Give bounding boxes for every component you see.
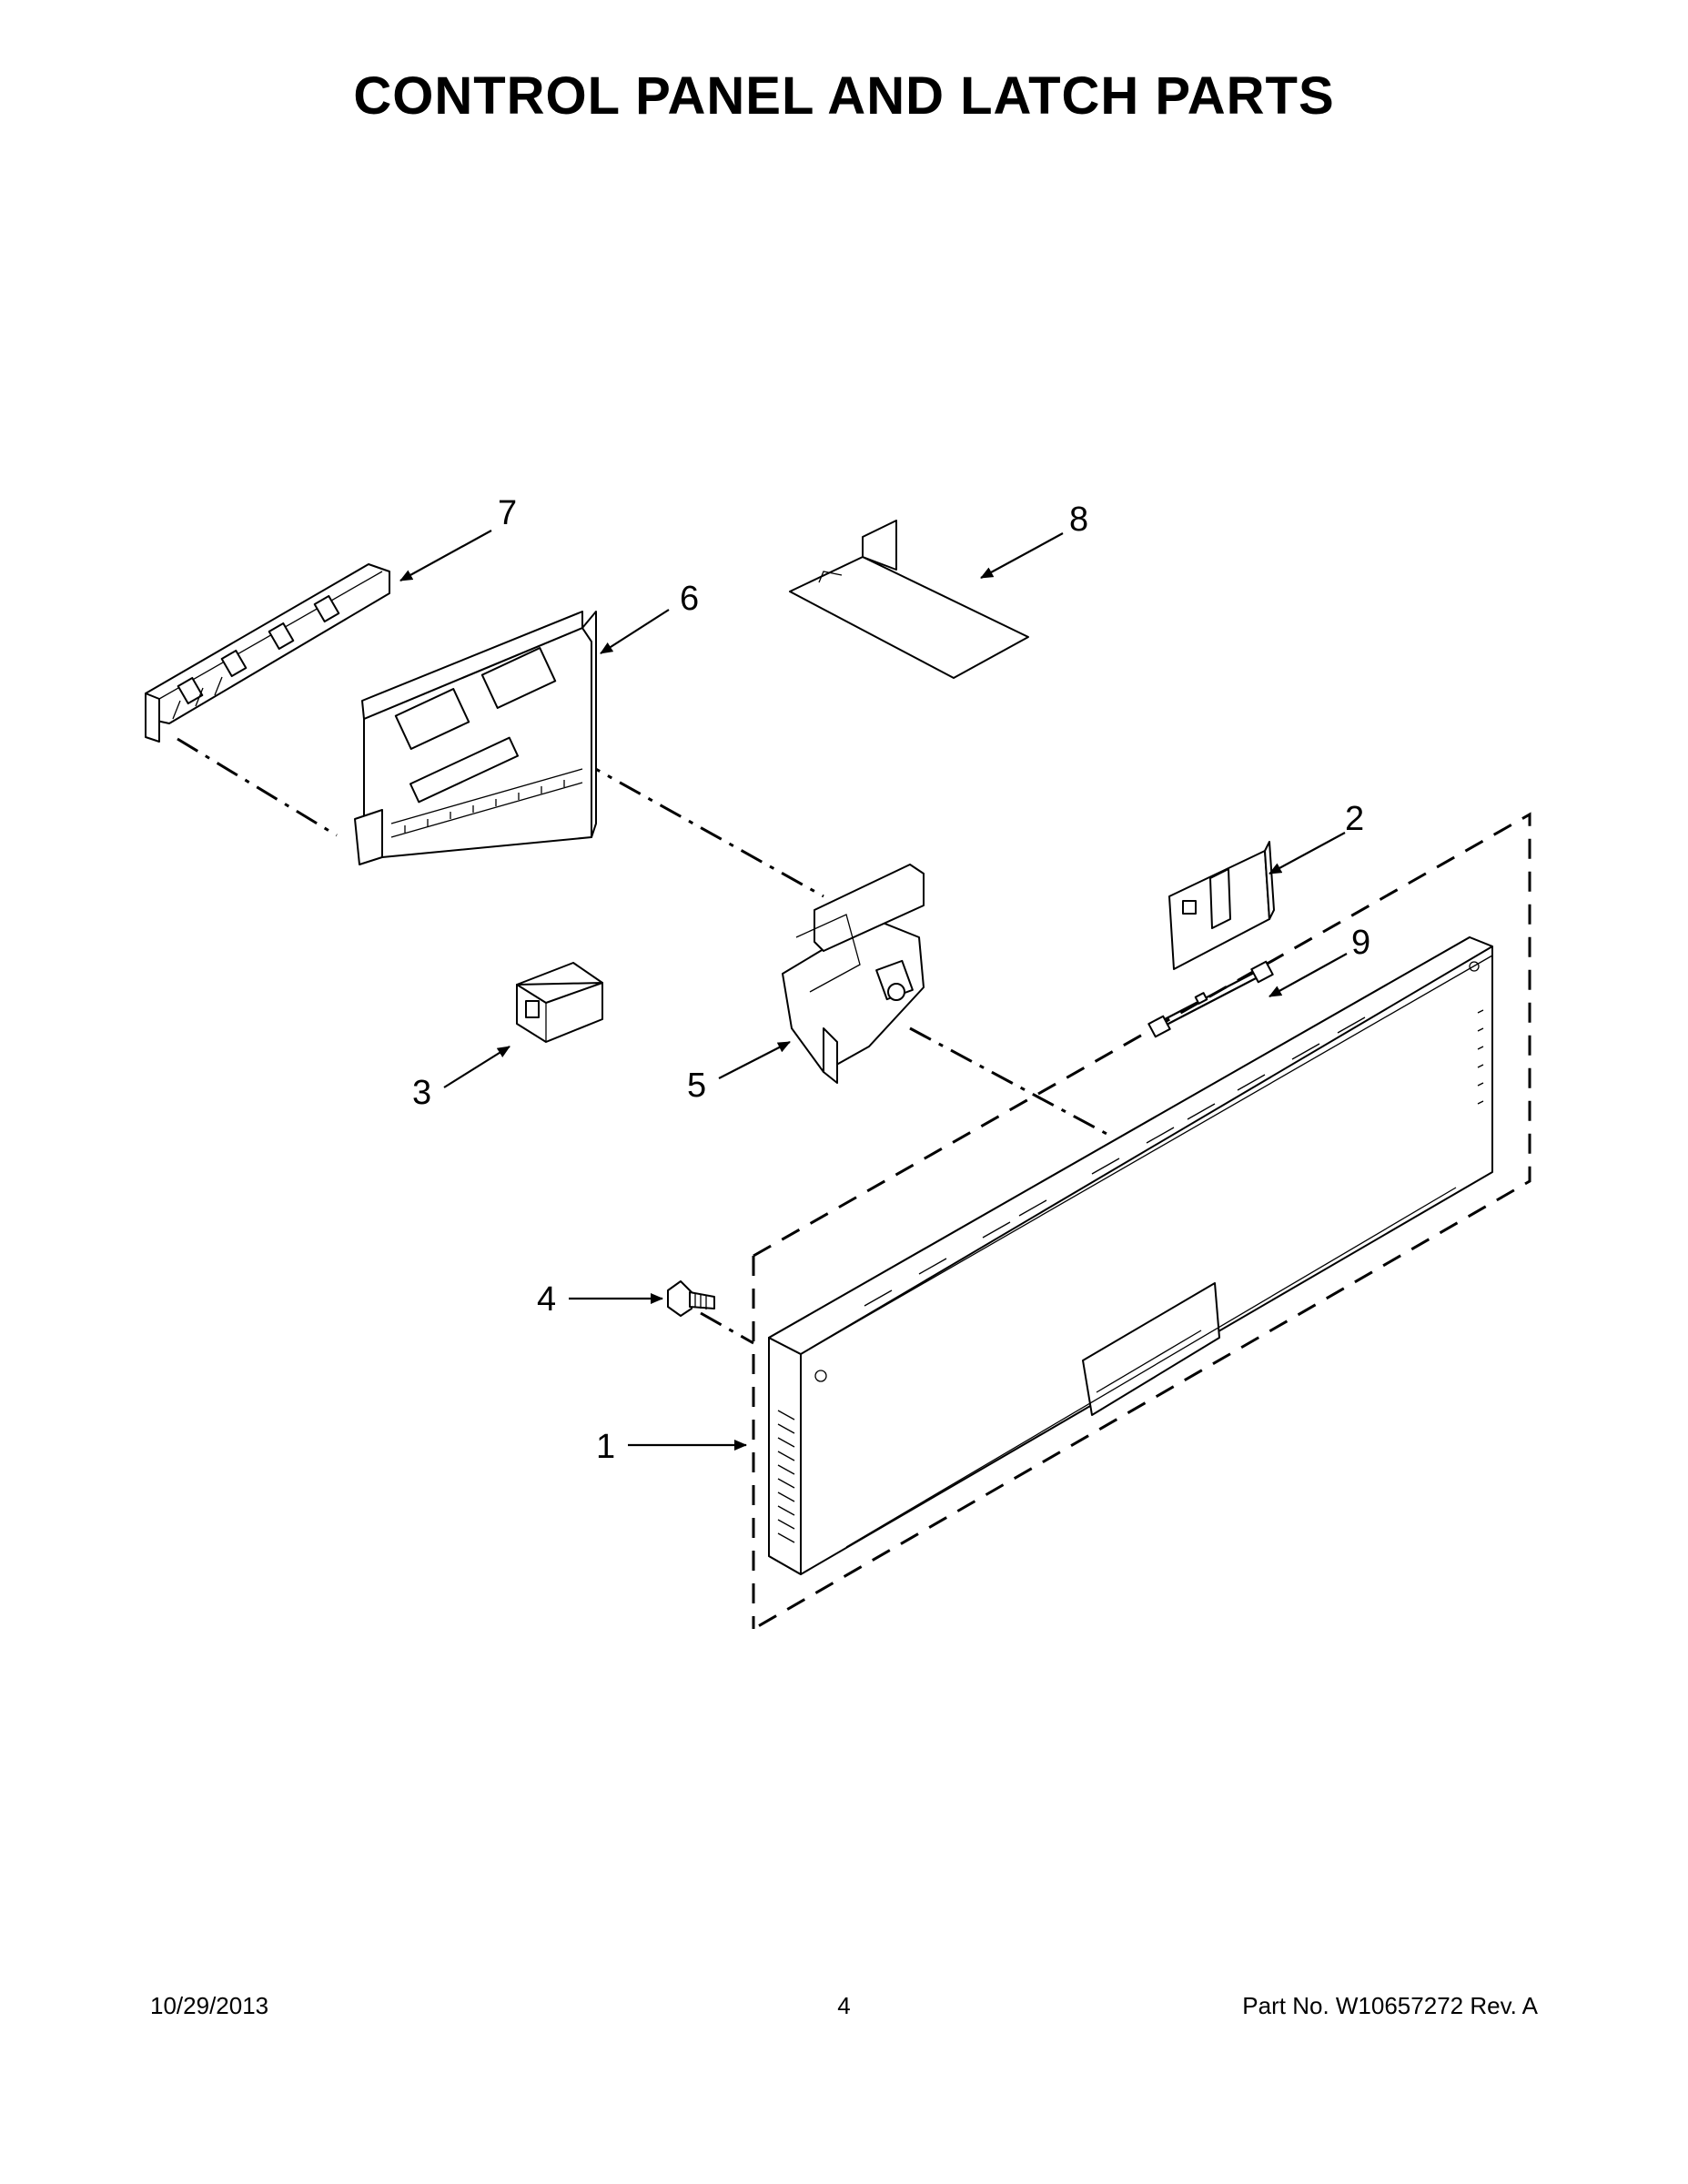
part-5-door-latch xyxy=(782,864,925,1084)
part-8-insulator-sheet xyxy=(789,520,1029,679)
part-6-control-housing xyxy=(354,611,597,865)
callout-1: 1 xyxy=(596,1428,615,1466)
callout-8: 8 xyxy=(1069,500,1088,539)
callout-3: 3 xyxy=(412,1074,431,1112)
assembly-dashed-boundary xyxy=(752,812,1531,1631)
part-2-latch-cover xyxy=(1168,841,1275,970)
part-9-wire-harness xyxy=(1147,960,1274,1038)
callout-6: 6 xyxy=(680,580,699,618)
leader-7 xyxy=(399,530,492,581)
callout-9: 9 xyxy=(1351,924,1370,962)
callout-4: 4 xyxy=(537,1280,556,1319)
leader-8 xyxy=(980,532,1064,579)
part-7-bracket-rail xyxy=(145,563,390,743)
leader-arrows xyxy=(399,530,1348,1451)
leader-3 xyxy=(443,1046,510,1088)
part-4-screw xyxy=(667,1280,715,1317)
leader-5 xyxy=(718,1041,791,1079)
part-3-clip xyxy=(516,962,603,1043)
callout-5: 5 xyxy=(687,1067,706,1105)
page-title: CONTROL PANEL AND LATCH PARTS xyxy=(353,66,1335,126)
callout-2: 2 xyxy=(1345,800,1364,838)
leader-9 xyxy=(1269,953,1348,997)
footer-part-number: Part No. W10657272 Rev. A xyxy=(1242,1992,1538,2019)
footer-page-number: 4 xyxy=(837,1992,851,2019)
leader-6 xyxy=(600,609,670,654)
callout-7: 7 xyxy=(498,494,517,532)
part-1-control-panel xyxy=(768,936,1493,1575)
leader-2 xyxy=(1269,832,1346,875)
footer-date: 10/29/2013 xyxy=(150,1992,269,2019)
callout-numbers: 7 8 6 2 9 3 5 4 1 xyxy=(412,494,1370,1466)
